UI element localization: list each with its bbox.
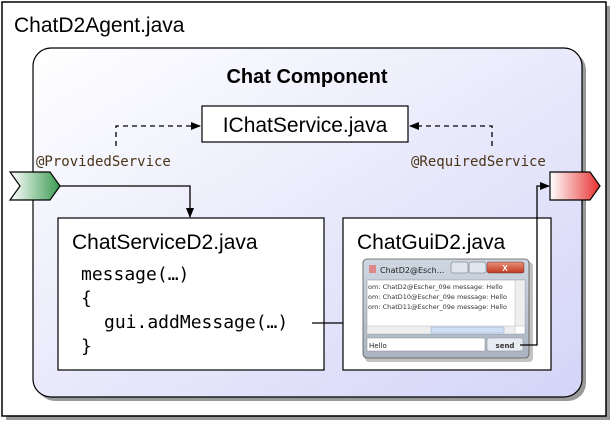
- minimize-button[interactable]: [450, 261, 469, 274]
- required-port-icon: [549, 171, 601, 201]
- component-title: Chat Component: [226, 66, 387, 88]
- code-line: gui.addMessage(…): [104, 312, 288, 333]
- message-item: om: ChatD10@Escher_09e message: Hello: [368, 293, 507, 301]
- provided-call-arrow: [60, 185, 194, 218]
- scroll-thumb[interactable]: [430, 326, 505, 334]
- close-button[interactable]: [486, 261, 525, 274]
- message-item: om: ChatD2@Escher_09e message: Hello: [368, 283, 503, 291]
- java-icon: [369, 265, 376, 273]
- agent-title: ChatD2Agent.java: [14, 14, 185, 37]
- provided-service-annotation: @ProvidedService: [36, 154, 171, 170]
- close-icon: X: [502, 264, 508, 273]
- provided-dependency-arrow: [115, 122, 201, 146]
- code-line: message(…): [81, 264, 189, 285]
- maximize-button[interactable]: [468, 261, 487, 274]
- send-button-label: send: [496, 342, 515, 350]
- provided-port-icon: [8, 171, 61, 201]
- service-title: ChatServiceD2.java: [72, 231, 258, 254]
- required-service-annotation: @RequiredService: [411, 154, 546, 170]
- message-item: om: ChatD11@Escher_09e message: Hello: [368, 303, 507, 311]
- interface-title: IChatService.java: [223, 114, 388, 137]
- window-title: ChatD2@Esch...: [380, 266, 444, 275]
- code-line: {: [81, 288, 92, 309]
- chat-window-screenshot: ChatD2@Esch... X om: ChatD2@Escher_09e m…: [362, 258, 533, 362]
- gui-title: ChatGuiD2.java: [357, 231, 506, 254]
- required-call-arrow: [520, 182, 550, 346]
- required-dependency-arrow: [409, 122, 493, 146]
- service-box: [57, 217, 325, 371]
- code-line: }: [81, 336, 92, 357]
- message-input[interactable]: [366, 337, 486, 352]
- message-list: [366, 279, 526, 335]
- interface-box: [201, 105, 409, 143]
- message-input-value: Hello: [369, 342, 387, 350]
- vertical-scrollbar[interactable]: [514, 279, 526, 327]
